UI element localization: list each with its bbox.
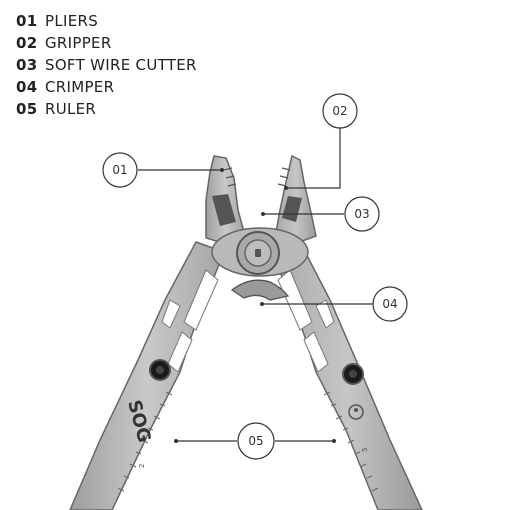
legend-item-crimper: 04 CRIMPER xyxy=(16,76,197,98)
legend-label: RULER xyxy=(45,100,97,118)
callout-end-dot xyxy=(261,212,265,216)
ruler-mark: 5 xyxy=(361,448,369,452)
callout-leader xyxy=(286,128,341,189)
callout-label: 05 xyxy=(248,434,263,448)
legend-label: PLIERS xyxy=(45,12,99,30)
lanyard-icon xyxy=(348,404,364,420)
callout-end-dot xyxy=(260,302,264,306)
legend-label: CRIMPER xyxy=(45,78,115,96)
legend-label: SOFT WIRE CUTTER xyxy=(45,56,197,74)
callout-circle xyxy=(322,93,358,129)
callout-circle xyxy=(237,422,275,460)
legend: 01 PLIERS 02 GRIPPER 03 SOFT WIRE CUTTER 04… xyxy=(16,10,197,120)
legend-item-soft-wire-cutter: 03 SOFT WIRE CUTTER xyxy=(16,54,197,76)
callout-circle xyxy=(102,152,138,188)
legend-number: 02 xyxy=(16,34,38,52)
callout-03: 03 xyxy=(261,196,380,232)
callout-label: 03 xyxy=(354,207,369,221)
callout-label: 01 xyxy=(112,163,127,177)
callout-01: 01 xyxy=(102,152,224,188)
legend-number: 01 xyxy=(16,12,38,30)
callout-end-dot xyxy=(174,439,178,443)
left-handle-cutout xyxy=(161,299,181,329)
legend-label: GRIPPER xyxy=(45,34,112,52)
callout-end-dot xyxy=(220,168,224,172)
callout-05: 05 xyxy=(174,422,336,460)
callout-04: 04 xyxy=(260,286,408,322)
left-handle-cutout xyxy=(183,269,219,331)
callout-circle xyxy=(344,196,380,232)
crimper xyxy=(230,279,290,301)
legend-number: 05 xyxy=(16,100,38,118)
left-handle xyxy=(69,241,225,510)
callout-circle xyxy=(372,286,408,322)
right-handle-cutout xyxy=(303,331,329,373)
callout-end-dot xyxy=(332,439,336,443)
legend-item-gripper: 02 GRIPPER xyxy=(16,32,197,54)
right-handle-cutout xyxy=(277,269,313,331)
pliers-jaws xyxy=(205,154,317,301)
ruler-ticks-left xyxy=(117,391,173,492)
legend-number: 03 xyxy=(16,56,38,74)
callout-02: 02 xyxy=(284,93,358,190)
ruler-mark: 2 xyxy=(138,464,146,468)
ruler-ticks-right xyxy=(323,391,379,492)
callout-label: 04 xyxy=(382,297,397,311)
right-jaw-insert xyxy=(282,196,302,222)
left-handle-cutout xyxy=(167,331,193,373)
legend-item-ruler: 05 RULER xyxy=(16,98,197,120)
gripper-teeth xyxy=(223,167,291,187)
left-jaw-insert xyxy=(212,194,236,226)
callout-label: 02 xyxy=(332,104,347,118)
callout-end-dot xyxy=(284,186,288,190)
legend-number: 04 xyxy=(16,78,38,96)
legend-item-pliers: 01 PLIERS xyxy=(16,10,197,32)
